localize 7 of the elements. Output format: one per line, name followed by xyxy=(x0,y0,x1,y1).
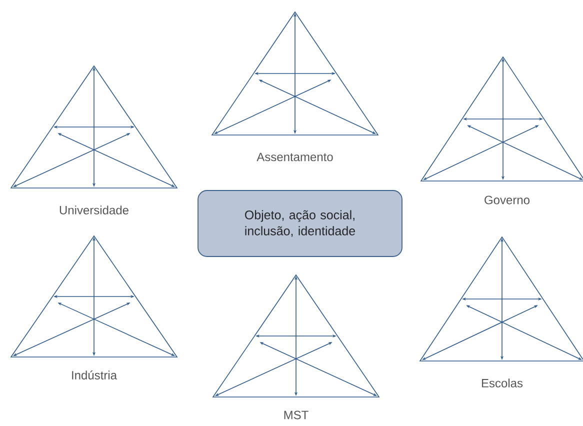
triangle-label: Assentamento xyxy=(256,152,333,162)
triangle-label: Escolas xyxy=(482,378,523,388)
triangle-label: Governo xyxy=(484,196,530,204)
triangle-label: Indústria xyxy=(72,370,117,380)
concept-box: Objeto, ação social, inclusão, identidade xyxy=(198,190,402,257)
triangle-label: MST xyxy=(284,410,308,420)
triangle-label: Universidade xyxy=(60,206,128,214)
